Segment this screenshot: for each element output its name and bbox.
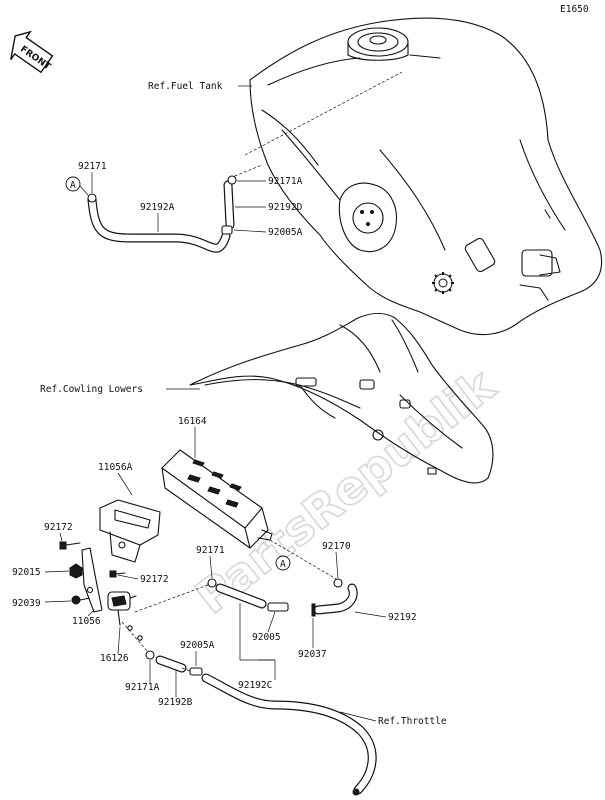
part-92005: 92005 xyxy=(252,632,281,643)
fitting-92005A-upper xyxy=(221,225,233,235)
bracket-11056A xyxy=(99,499,161,563)
fitting-92005A-lower xyxy=(189,667,203,676)
part-92192D: 92192D xyxy=(268,202,303,213)
part-92172-a: 92172 xyxy=(44,522,73,533)
fuel-tank xyxy=(249,17,603,336)
part-92005A-upper: 92005A xyxy=(268,227,303,238)
part-92171A-lower: 92171A xyxy=(125,682,160,693)
gear-icon xyxy=(432,272,454,294)
upper-hose-92192A xyxy=(87,195,231,253)
hose-92192C xyxy=(215,583,267,609)
front-arrow-icon: FRONT xyxy=(10,30,54,74)
clip-92171-upper xyxy=(87,193,97,203)
canister-16164 xyxy=(161,449,273,549)
part-92015: 92015 xyxy=(12,567,41,578)
callout-a-lower-letter: A xyxy=(280,559,286,570)
callout-a-lower xyxy=(275,555,291,571)
ref-fuel-tank-label: Ref.Fuel Tank xyxy=(148,81,223,92)
clip-92037 xyxy=(311,603,316,617)
cowling-lower xyxy=(189,312,494,484)
part-92037: 92037 xyxy=(298,649,327,660)
part-92192: 92192 xyxy=(388,612,417,623)
fitting-92005 xyxy=(267,602,289,612)
upper-hose-92192D xyxy=(223,180,235,230)
bolt-92172-a xyxy=(59,541,81,550)
part-92171-mid: 92171 xyxy=(196,545,225,556)
diagram-code: E1650 xyxy=(560,4,589,15)
part-92172-b: 92172 xyxy=(140,574,169,585)
part-11056: 11056 xyxy=(72,616,101,627)
part-92192B: 92192B xyxy=(158,697,193,708)
hose-92192 xyxy=(313,583,358,615)
clip-92171-mid xyxy=(207,578,217,588)
part-92170: 92170 xyxy=(322,541,351,552)
part-16164: 16164 xyxy=(178,416,207,427)
bolt-92172-b xyxy=(109,570,126,578)
ref-throttle-label: Ref.Throttle xyxy=(378,716,447,727)
clip-92170 xyxy=(333,578,343,588)
bracket-11056 xyxy=(81,547,103,613)
part-92005A-lower: 92005A xyxy=(180,640,215,651)
clip-92171A-lower xyxy=(145,650,155,660)
valve-16126 xyxy=(107,591,137,626)
part-92171-upper: 92171 xyxy=(78,161,107,172)
part-92039: 92039 xyxy=(12,598,41,609)
part-92171A-upper: 92171A xyxy=(268,176,303,187)
callout-a-upper xyxy=(65,176,81,192)
hose-92192B xyxy=(155,655,187,673)
nut-92015 xyxy=(69,563,83,579)
nut-92039 xyxy=(71,595,91,605)
part-16126: 16126 xyxy=(100,653,129,664)
clip-92171A-upper xyxy=(227,175,237,185)
part-92192C: 92192C xyxy=(238,680,272,691)
callout-a-upper-letter: A xyxy=(70,180,76,191)
ref-cowling-lowers-label: Ref.Cowling Lowers xyxy=(40,384,143,395)
part-11056A: 11056A xyxy=(98,462,133,473)
hose-to-throttle xyxy=(201,673,377,795)
part-92192A: 92192A xyxy=(140,202,175,213)
